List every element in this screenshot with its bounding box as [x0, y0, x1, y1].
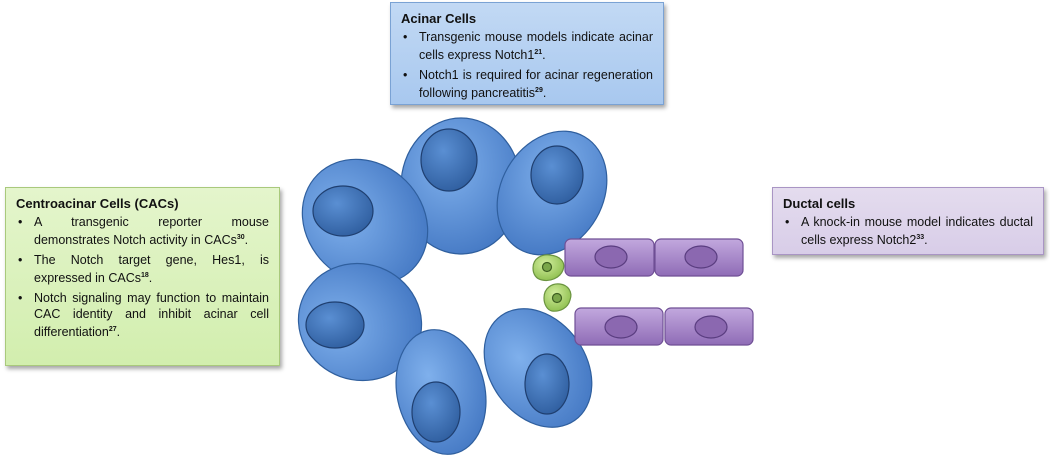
ductal-cell-lower-1	[574, 307, 664, 346]
ductal-cell-lower-2	[664, 307, 754, 346]
ductal-bullet: A knock-in mouse model indicates ductal …	[783, 214, 1033, 248]
acinar-cell-bottom	[395, 329, 487, 455]
acinar-cell-top	[400, 117, 522, 255]
ductal-cell-upper-2	[654, 238, 744, 277]
centroacinar-cell-1	[532, 254, 565, 282]
acinar-cells-callout: Acinar Cells Transgenic mouse models ind…	[390, 2, 664, 105]
cac-bullet: The Notch target gene, Hes1, is expresse…	[16, 252, 269, 286]
acinar-cells-title: Acinar Cells	[401, 11, 477, 26]
acinar-cells-bullets: Transgenic mouse models indicate acinar …	[401, 29, 653, 101]
acinar-cell-upper-right	[496, 130, 608, 256]
acinar-bullet: Transgenic mouse models indicate acinar …	[401, 29, 653, 63]
ductal-cells-bullets: A knock-in mouse model indicates ductal …	[783, 214, 1033, 248]
centroacinar-cell-2	[543, 283, 572, 312]
cac-bullet: Notch signaling may function to maintain…	[16, 290, 269, 340]
ductal-cell-upper-1	[564, 238, 655, 277]
centroacinar-cells-bullets: A transgenic reporter mouse demonstrates…	[16, 214, 269, 340]
acinar-cell-lower-right	[483, 308, 593, 428]
centroacinar-cells-callout: Centroacinar Cells (CACs) A transgenic r…	[5, 187, 280, 366]
acinar-bullet: Notch1 is required for acinar regenerati…	[401, 67, 653, 101]
ductal-cells-title: Ductal cells	[783, 196, 856, 211]
acinar-cell-lower-left	[297, 262, 423, 382]
cac-bullet: A transgenic reporter mouse demonstrates…	[16, 214, 269, 248]
ductal-cells-callout: Ductal cells A knock-in mouse model indi…	[772, 187, 1044, 255]
acinar-cell-upper-left	[301, 158, 429, 286]
centroacinar-cells-title: Centroacinar Cells (CACs)	[16, 196, 179, 211]
